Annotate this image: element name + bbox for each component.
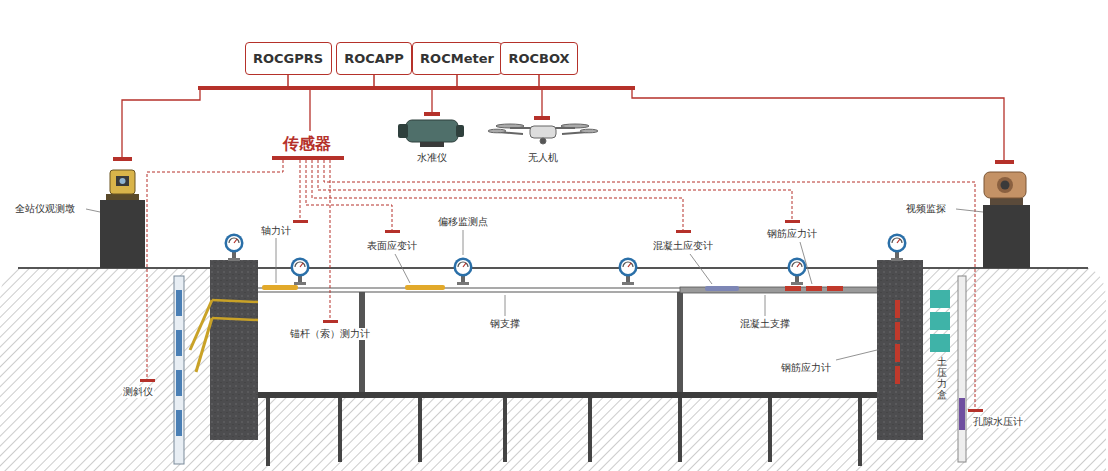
part-label: 全站仪观测墩	[14, 203, 76, 215]
steel-strut	[258, 288, 680, 292]
total-station-icon	[106, 170, 139, 200]
rebar-stress-gauge	[895, 300, 900, 384]
part-label: 孔隙水压计	[972, 416, 1024, 428]
inclinometer-probe	[176, 290, 182, 436]
part-label: 混凝土应变计	[652, 240, 714, 252]
sensor-cap	[140, 220, 983, 412]
pit	[258, 268, 878, 394]
box-label: ROCAPP	[344, 51, 404, 66]
surface-strain-gauge	[405, 285, 445, 290]
diaphragm-wall	[877, 260, 923, 440]
inclinometer-tube	[174, 276, 184, 464]
part-label: 钢筋应力计	[780, 362, 832, 374]
diaphragm-wall	[210, 260, 258, 440]
video-camera-icon	[984, 172, 1026, 205]
part-label: 混凝土支撑	[739, 318, 791, 330]
drone-icon	[488, 124, 598, 144]
part-label: 水准仪	[416, 152, 448, 164]
leader-line	[86, 209, 983, 360]
anchor-cable	[212, 300, 258, 320]
base-slab	[258, 392, 878, 398]
part-label: 锚杆（索）测力计	[289, 328, 371, 340]
part-label: 测斜仪	[122, 386, 154, 398]
system-box: ROCMeter	[412, 42, 502, 75]
part-label: 表面应变计	[366, 240, 418, 252]
part-label: 视频监探	[905, 203, 947, 215]
piezometer-tube	[958, 276, 966, 462]
axial-force-gauge	[262, 285, 298, 290]
rebar-stress-gauge	[785, 286, 843, 291]
displacement-point	[225, 234, 907, 286]
box-label: ROCBOX	[508, 51, 569, 66]
connector-cap	[113, 112, 1014, 164]
system-bus	[122, 75, 1004, 160]
part-label: 无人机	[527, 152, 559, 164]
system-box: ROCBOX	[500, 42, 578, 75]
anchor-cable	[190, 300, 212, 372]
part-label: 土压力盒	[936, 356, 948, 400]
part-label: 钢筋应力计	[766, 228, 818, 240]
station-pillar	[100, 200, 145, 268]
sensor-wire	[147, 160, 975, 409]
earth-pressure-cell	[930, 290, 950, 352]
column	[359, 292, 365, 392]
system-box: ROCAPP	[336, 42, 412, 75]
ground-line	[18, 267, 1088, 269]
piezometer	[959, 398, 965, 430]
piles	[268, 398, 860, 466]
part-label: 轴力计	[260, 225, 292, 237]
concrete-strain-gauge	[705, 286, 739, 291]
column	[677, 292, 683, 392]
concrete-strut	[680, 287, 878, 293]
system-box: ROCGPRS	[245, 42, 332, 75]
box-label: ROCGPRS	[253, 51, 323, 66]
part-label: 偏移监测点	[437, 216, 489, 228]
level-icon	[398, 120, 464, 147]
box-label: ROCMeter	[420, 51, 494, 66]
group-heading: 传感器	[282, 134, 332, 153]
camera-pillar	[983, 205, 1030, 268]
part-label: 钢支撑	[489, 318, 521, 330]
soil	[0, 268, 1106, 471]
